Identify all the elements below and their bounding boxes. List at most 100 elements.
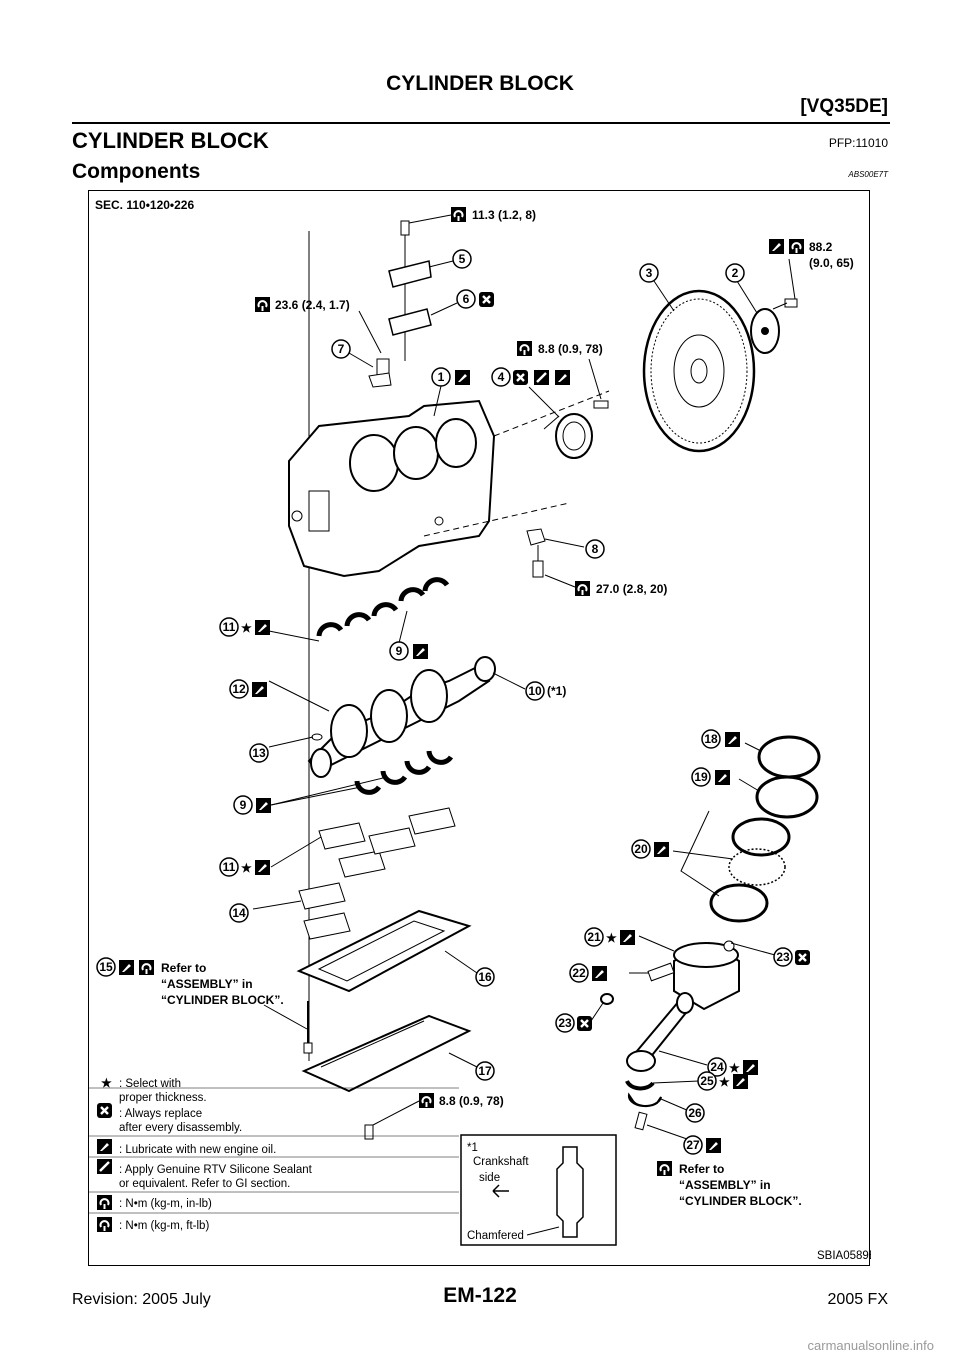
replace-icon (511, 368, 530, 387)
callout-24: 24 ★ (707, 1057, 758, 1077)
svg-text:2: 2 (732, 266, 739, 280)
callout-3: 3 (639, 263, 659, 283)
main-bearing-caps (298, 807, 456, 940)
callout-11-upper: 11 ★ (219, 617, 270, 637)
star-icon: ★ (241, 621, 252, 635)
svg-text:: Apply Genuine RTV Silicone: : Apply Genuine RTV Silicone Sealant (119, 1164, 313, 1176)
svg-text:or equivalent. Refer to GI sec: or equivalent. Refer to GI section. (119, 1178, 290, 1190)
callout-20: 20 (631, 839, 669, 859)
callout-5: 5 (428, 249, 472, 269)
replace-icon (477, 290, 496, 309)
star-icon: ★ (241, 861, 252, 875)
svg-text:: N•m (kg-m, ft-lb): : N•m (kg-m, ft-lb) (119, 1220, 209, 1232)
figure-ref-code: SBIA0589E (817, 1250, 871, 1262)
chamfer-inset: *1 Crankshaft side Chamfered (460, 1134, 617, 1246)
callout-10: 10 (*1) (525, 681, 566, 701)
svg-text:16: 16 (478, 970, 492, 984)
torque-label-1: 11.3 (1.2, 8) (472, 208, 536, 222)
model-text: 2005 FX (827, 1291, 888, 1308)
oil-icon (555, 370, 570, 385)
oil-jet (526, 528, 546, 578)
lower-cylinder-block (296, 909, 472, 993)
callout-22: 22 (569, 963, 607, 983)
svg-text:Crankshaft: Crankshaft (473, 1156, 529, 1168)
svg-text:25: 25 (700, 1074, 714, 1088)
bracket-7 (368, 358, 392, 388)
oil-icon (620, 930, 635, 945)
svg-text:13: 13 (252, 746, 266, 760)
oil-icon (715, 770, 730, 785)
torque-inlb-icon (418, 1092, 435, 1109)
snap-ring (600, 993, 614, 1005)
pfp-code: PFP:11010 (828, 136, 888, 150)
callout-8: 8 (585, 539, 605, 559)
page-number: EM-122 (443, 1284, 517, 1307)
sealant-icon (95, 1157, 114, 1176)
oil-icon (252, 682, 267, 697)
exploded-view-diagram: SEC. 110•120•226 11.3 (1.2, 8) 88.2 (9.0… (89, 198, 871, 1262)
svg-text:8: 8 (592, 542, 599, 556)
svg-text:7: 7 (338, 342, 345, 356)
oil-icon (725, 732, 740, 747)
piston-rings (709, 735, 821, 923)
torque-ftlb-icon (788, 238, 805, 255)
torque-label-4: 8.8 (0.9, 78) (538, 342, 603, 356)
replace-icon (575, 1014, 594, 1033)
subsection-title: Components (72, 160, 201, 183)
svg-text:23: 23 (558, 1016, 572, 1030)
svg-text:19: 19 (694, 770, 708, 784)
svg-text:“ASSEMBLY” in: “ASSEMBLY” in (161, 977, 253, 991)
svg-text:27: 27 (686, 1138, 700, 1152)
torque-label-6: 8.8 (0.9, 78) (439, 1094, 504, 1108)
drive-plate-bolt (772, 298, 798, 310)
piston (673, 940, 740, 1011)
replace-icon (95, 1101, 114, 1120)
subsection-code: ABS00E7T (848, 170, 888, 179)
svg-text:after every disassembly.: after every disassembly. (119, 1122, 242, 1134)
torque-label-2b: (9.0, 65) (809, 256, 854, 270)
callout-2: 2 (725, 263, 745, 283)
baffle-bolt (364, 1124, 374, 1140)
svg-text:: N•m (kg-m, in-lb): : N•m (kg-m, in-lb) (119, 1198, 212, 1210)
svg-text:Chamfered: Chamfered (467, 1230, 524, 1242)
connecting-rod-bearing (625, 1080, 655, 1091)
svg-text:22: 22 (572, 966, 586, 980)
star-icon: ★ (729, 1061, 740, 1075)
callout-1: 1 (431, 367, 470, 417)
lower-main-bearings (354, 750, 454, 795)
torque-ftlb-icon (254, 296, 271, 313)
callout-23-left: 23 (555, 1013, 594, 1033)
svg-text:“CYLINDER BLOCK”.: “CYLINDER BLOCK”. (679, 1194, 802, 1208)
oil-icon (733, 1074, 748, 1089)
svg-text:14: 14 (232, 906, 246, 920)
components-figure: SEC. 110•120•226 11.3 (1.2, 8) 88.2 (9.0… (88, 190, 871, 1266)
svg-text:*1: *1 (467, 1142, 478, 1154)
svg-text:1: 1 (438, 370, 445, 384)
star-icon: ★ (606, 931, 617, 945)
svg-text:18: 18 (704, 732, 718, 746)
callout-12: 12 (229, 679, 267, 699)
svg-text:Refer to: Refer to (161, 961, 206, 975)
crankshaft-key (311, 733, 323, 741)
svg-text:: Always replace: : Always replace (119, 1108, 202, 1120)
upper-main-bearings (316, 577, 450, 637)
torque-ftlb-icon (96, 1216, 113, 1233)
callout-9-upper: 9 (389, 641, 428, 661)
reinforcement-plate (750, 308, 780, 354)
pilot-converter (474, 656, 496, 682)
svg-text:11: 11 (223, 620, 236, 634)
callout-6: 6 (430, 289, 496, 316)
callout-13: 13 (249, 743, 269, 763)
callout-15: 15 Refer to “ASSEMBLY” in “CYLINDER BLOC… (96, 957, 284, 1007)
star-icon: ★ (719, 1075, 730, 1089)
callout-23-right: 23 (773, 947, 812, 967)
svg-text:15: 15 (99, 960, 113, 974)
svg-text:side: side (479, 1172, 500, 1184)
rear-oil-seal-retainer (543, 400, 609, 459)
torque-ftlb-icon (574, 580, 591, 597)
header-rule (72, 122, 890, 124)
oil-icon (769, 239, 784, 254)
callout-17: 17 (475, 1061, 495, 1081)
main-bearing-cap-bolt (303, 1001, 313, 1054)
callout-18: 18 (701, 729, 740, 749)
